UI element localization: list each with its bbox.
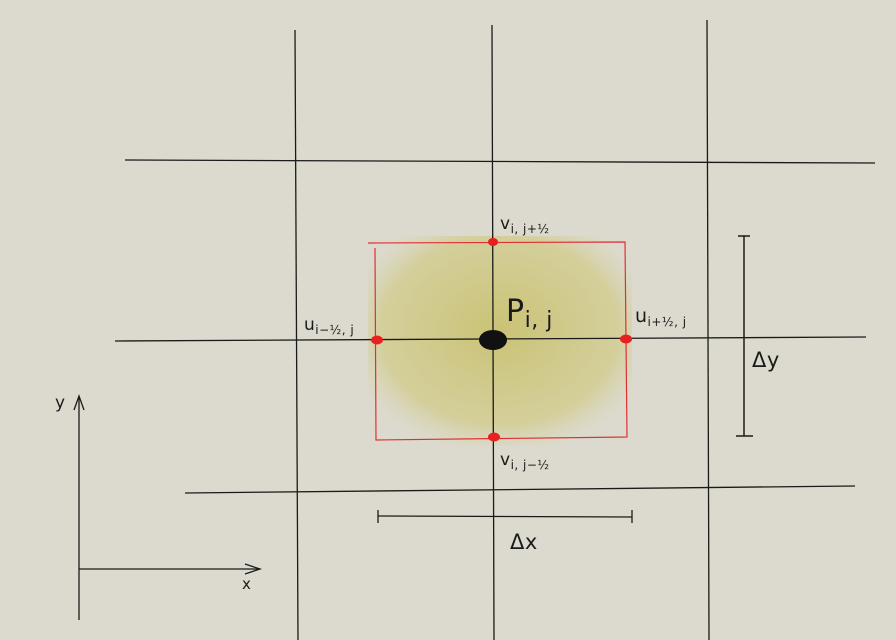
u-left-label-sub: i−½, j xyxy=(315,323,355,337)
face-point-top xyxy=(488,238,498,246)
v-bottom-label-sub: i, j−½ xyxy=(510,458,550,472)
delta-y-dimension xyxy=(736,235,753,437)
face-points xyxy=(371,238,632,442)
control-volume-boundary xyxy=(367,241,628,441)
delta-x-label: Δx xyxy=(510,530,538,554)
v-top-label-main: v xyxy=(500,214,511,234)
face-point-bottom xyxy=(488,432,500,442)
u-right-label: ui+½, j xyxy=(635,305,687,329)
pressure-label: Pi, j xyxy=(506,294,553,333)
grid-line-vertical-1 xyxy=(294,29,299,640)
x-axis-arrow xyxy=(244,563,263,575)
pressure-label-sub: i, j xyxy=(524,308,553,333)
y-axis-label: y xyxy=(55,393,66,413)
grid-line-horizontal-3 xyxy=(184,485,856,494)
coordinate-axes xyxy=(73,394,263,620)
v-top-label: vi, j+½ xyxy=(500,214,550,236)
u-right-label-sub: i+½, j xyxy=(647,315,687,329)
pressure-label-main: P xyxy=(506,294,525,329)
y-axis-arrow xyxy=(73,394,85,411)
v-top-label-sub: i, j+½ xyxy=(510,222,550,236)
delta-y-label: Δy xyxy=(752,348,780,372)
u-left-label: ui−½, j xyxy=(304,315,354,337)
u-right-label-main: u xyxy=(635,305,648,327)
grid-line-vertical-3 xyxy=(706,19,710,640)
center-point xyxy=(479,330,507,350)
v-bottom-label-main: v xyxy=(500,450,511,470)
u-left-label-main: u xyxy=(304,315,316,335)
delta-x-dimension xyxy=(377,510,633,523)
x-axis-label: x xyxy=(242,575,252,593)
v-bottom-label: vi, j−½ xyxy=(500,450,550,472)
face-point-left xyxy=(371,335,383,345)
face-point-right xyxy=(620,334,632,344)
grid-line-horizontal-1 xyxy=(124,159,876,164)
